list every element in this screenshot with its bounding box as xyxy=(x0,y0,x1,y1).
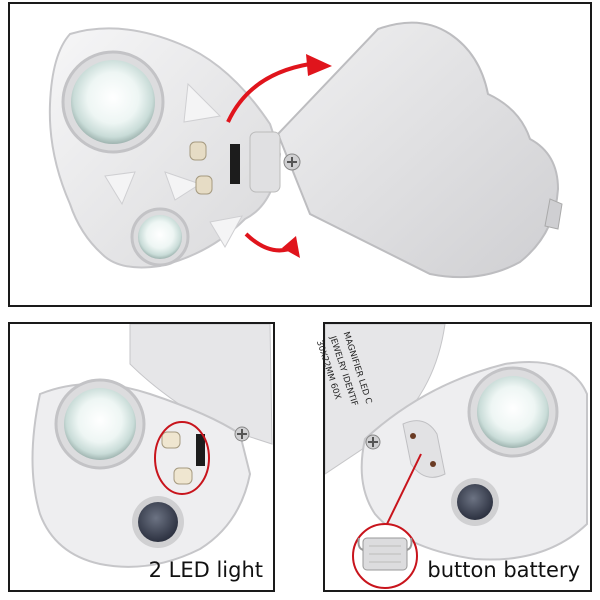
led-caption: 2 LED light xyxy=(148,558,263,582)
product-photo-battery: button battery xyxy=(323,322,592,592)
product-photo-main xyxy=(8,2,592,307)
led-icon xyxy=(161,431,193,485)
power-switch xyxy=(196,434,205,466)
large-lens xyxy=(477,376,549,448)
battery-caption: button battery xyxy=(427,558,580,582)
dark-lens xyxy=(138,502,178,542)
rotate-arrow-icon xyxy=(226,54,332,258)
large-lens xyxy=(64,388,136,460)
product-photo-led: 2 LED light xyxy=(8,322,275,592)
power-switch xyxy=(230,144,240,184)
magnifier-cover xyxy=(276,21,560,279)
led-highlight-ring xyxy=(154,421,210,495)
battery-icon xyxy=(357,537,413,571)
led-closeup-illustration xyxy=(31,324,273,568)
dark-lens xyxy=(457,484,493,520)
led-icon xyxy=(189,141,213,195)
battery-closeup-illustration xyxy=(325,324,588,589)
magnifier-illustration xyxy=(48,21,563,279)
